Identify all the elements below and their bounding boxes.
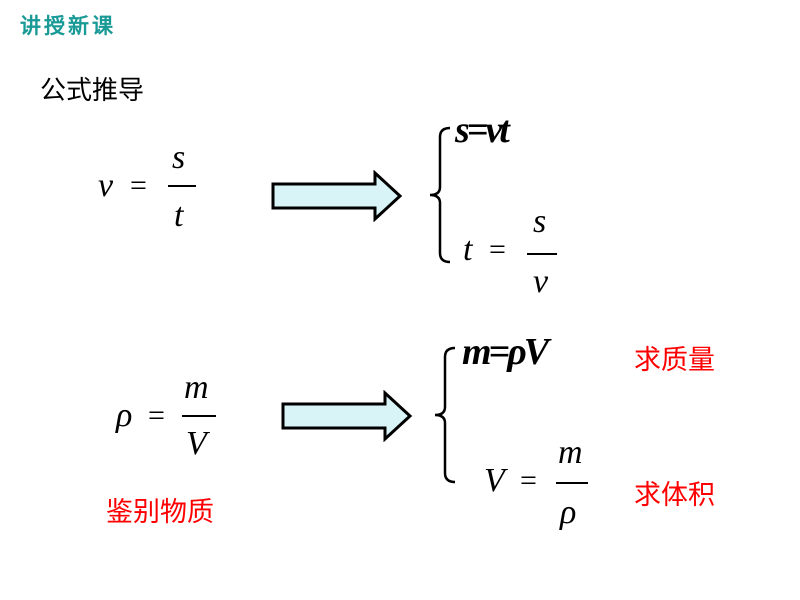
identify-substance-note: 鉴别物质 (106, 497, 214, 528)
velocity-numerator: s (172, 139, 186, 176)
left-brace-icon (429, 126, 451, 264)
time-denominator: v (533, 263, 549, 300)
find-volume-note: 求体积 (634, 480, 715, 511)
volume-denominator: ρ (560, 494, 577, 531)
find-mass-note: 求质量 (634, 345, 715, 376)
volume-lhs: V (484, 462, 505, 499)
density-equals: = (148, 399, 165, 432)
density-denominator: V (186, 425, 207, 462)
volume-fraction-bar (556, 482, 588, 484)
time-lhs: t (463, 231, 473, 268)
volume-numerator: m (558, 434, 583, 471)
density-formula: ρ = m V (110, 369, 240, 475)
left-brace-icon (434, 346, 456, 484)
distance-formula: s=vt (455, 109, 510, 151)
time-formula: t = s v (455, 203, 575, 305)
time-numerator: s (533, 203, 547, 240)
density-fraction-bar (182, 415, 216, 417)
velocity-fraction-bar (168, 185, 196, 187)
right-arrow-icon (281, 390, 413, 442)
right-arrow-icon (271, 170, 403, 222)
density-numerator: m (184, 369, 209, 406)
volume-formula: V = m ρ (480, 434, 610, 540)
time-equals: = (489, 233, 506, 266)
time-fraction-bar (527, 253, 557, 255)
section-title: 公式推导 (40, 76, 145, 106)
velocity-equals: = (130, 169, 147, 202)
velocity-denominator: t (174, 197, 184, 234)
velocity-formula: v = s t (90, 139, 210, 245)
slide-header: 讲授新课 (20, 14, 116, 38)
volume-equals: = (520, 464, 537, 497)
velocity-lhs: v (98, 167, 114, 204)
density-lhs: ρ (116, 397, 133, 434)
mass-formula: m=ρV (462, 331, 549, 373)
